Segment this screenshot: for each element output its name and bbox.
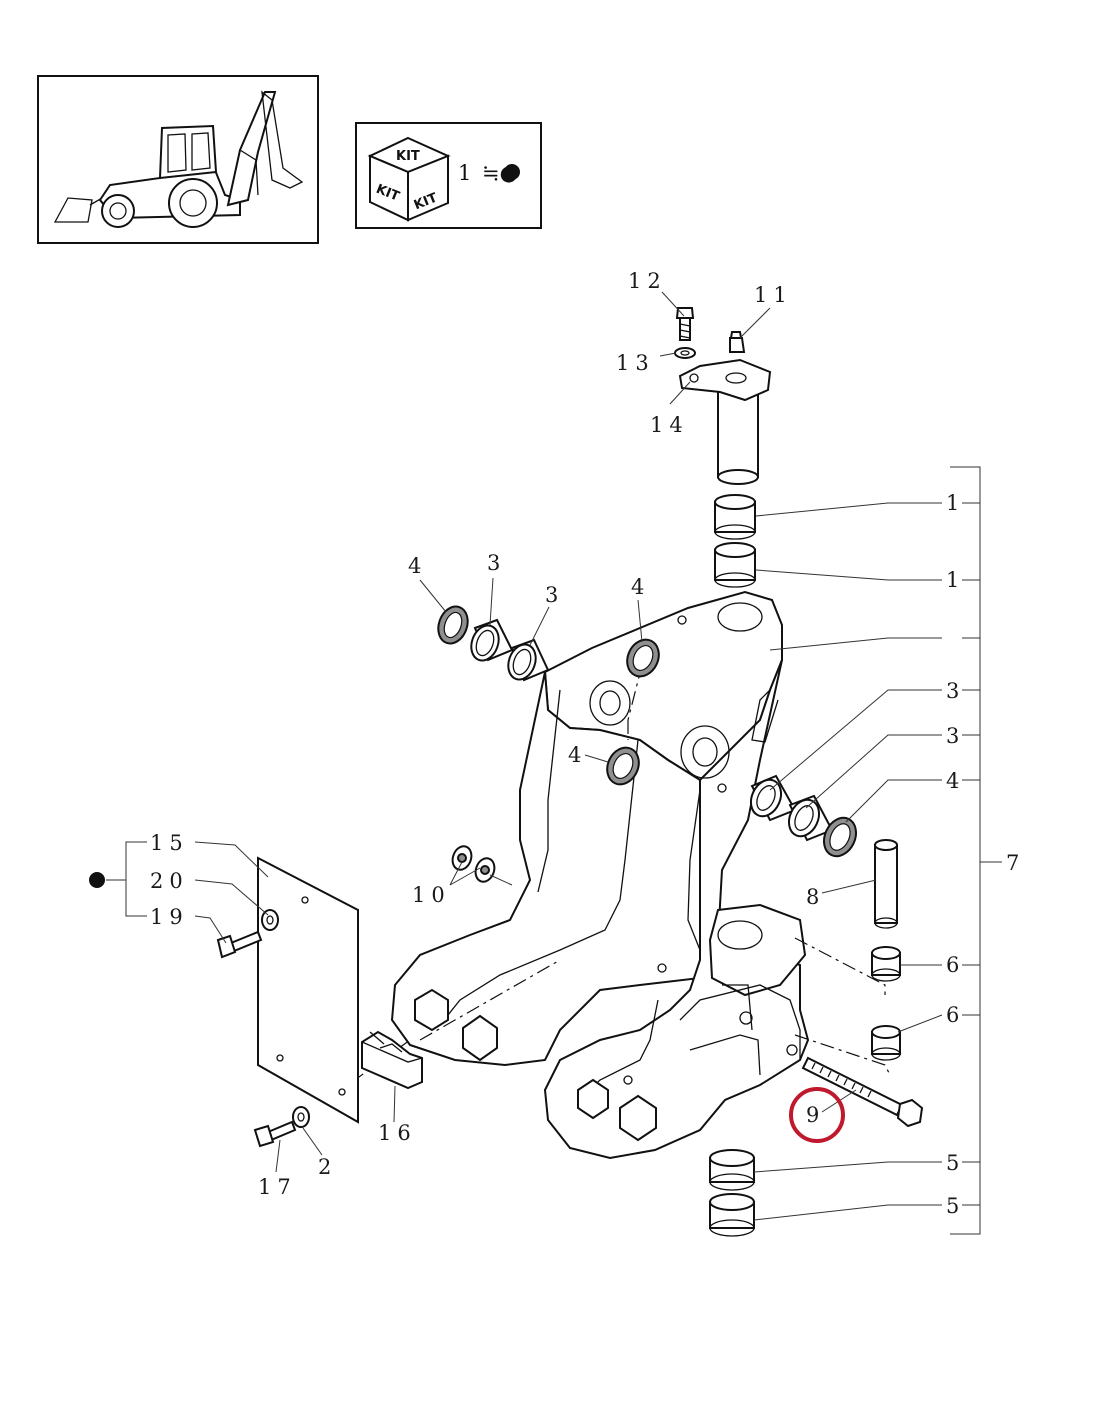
callout-6-lower: 6 [946, 1003, 965, 1027]
kit-bullet-dot [89, 872, 105, 888]
washer-13 [674, 347, 696, 359]
bushing-3-left-b [507, 638, 550, 682]
pivot-pin-14 [678, 358, 772, 485]
callout-10: 10 [412, 883, 451, 907]
callout-13: 13 [616, 351, 655, 375]
callout-3-right-b: 3 [946, 724, 965, 748]
bolt-17 [253, 1120, 297, 1148]
callout-3-upper-left-a: 3 [487, 551, 506, 575]
callout-8: 8 [806, 885, 825, 909]
bushing-3-left-a [470, 618, 514, 662]
grease-nipples-10 [451, 845, 496, 883]
callout-5-upper: 5 [946, 1151, 965, 1175]
bushing-5-upper [709, 1149, 755, 1191]
callout-4-upper-left: 4 [408, 554, 427, 578]
highlight-circle [789, 1087, 845, 1143]
washer-2 [292, 1106, 310, 1128]
bushing-6-upper [871, 946, 901, 982]
callout-5-lower: 5 [946, 1194, 965, 1218]
callout-19: 19 [150, 905, 189, 929]
bushing-1-upper [714, 494, 756, 540]
callout-15: 15 [150, 831, 189, 855]
callout-4-right: 4 [946, 769, 965, 793]
callout-labels: 12 11 13 14 1 1 4 3 3 4 4 3 3 4 7 8 10 6… [150, 269, 1025, 1218]
callout-14: 14 [650, 413, 689, 437]
bolt-9 [801, 1056, 924, 1128]
callout-17: 17 [258, 1175, 297, 1199]
kit-legend-number: 1 [458, 161, 471, 185]
seal-4-upper-left [437, 605, 469, 645]
machine-thumbnail [37, 75, 319, 244]
plate-15 [257, 856, 359, 1124]
callout-12: 12 [628, 269, 667, 293]
bushing-6-lower [871, 1025, 901, 1061]
leader-lines [106, 291, 1002, 1235]
kit-legend-box: KIT KIT KIT 1 ≒● [355, 122, 542, 229]
callout-4-upper-center: 4 [631, 575, 650, 599]
callout-7: 7 [1006, 851, 1025, 875]
callout-6-upper: 6 [946, 953, 965, 977]
swing-frame [390, 590, 810, 1160]
callout-20: 20 [150, 869, 189, 893]
bushing-5-lower [709, 1193, 755, 1237]
washer-20 [261, 909, 279, 931]
bolt-19 [216, 930, 263, 959]
callout-9: 9 [806, 1103, 825, 1127]
grease-nipple-11 [729, 331, 746, 353]
callout-16: 16 [378, 1121, 417, 1145]
seal-4-right [822, 816, 858, 858]
callout-3-right-a: 3 [946, 679, 965, 703]
seal-4-mid-center [606, 746, 640, 786]
callout-2: 2 [318, 1155, 337, 1179]
callout-11: 11 [754, 283, 793, 307]
kit-cube-top: KIT [396, 149, 420, 164]
callout-4-mid: 4 [568, 743, 587, 767]
bushing-1-lower [714, 542, 756, 588]
callout-1-upper: 1 [946, 491, 965, 515]
callout-3-upper-left-b: 3 [545, 583, 564, 607]
kit-legend-dot [504, 164, 520, 180]
seal-4-upper-center [626, 638, 660, 678]
pin-8 [874, 839, 898, 929]
callout-1-lower: 1 [946, 568, 965, 592]
bolt-12 [675, 307, 695, 341]
bracket-16 [361, 1030, 423, 1090]
